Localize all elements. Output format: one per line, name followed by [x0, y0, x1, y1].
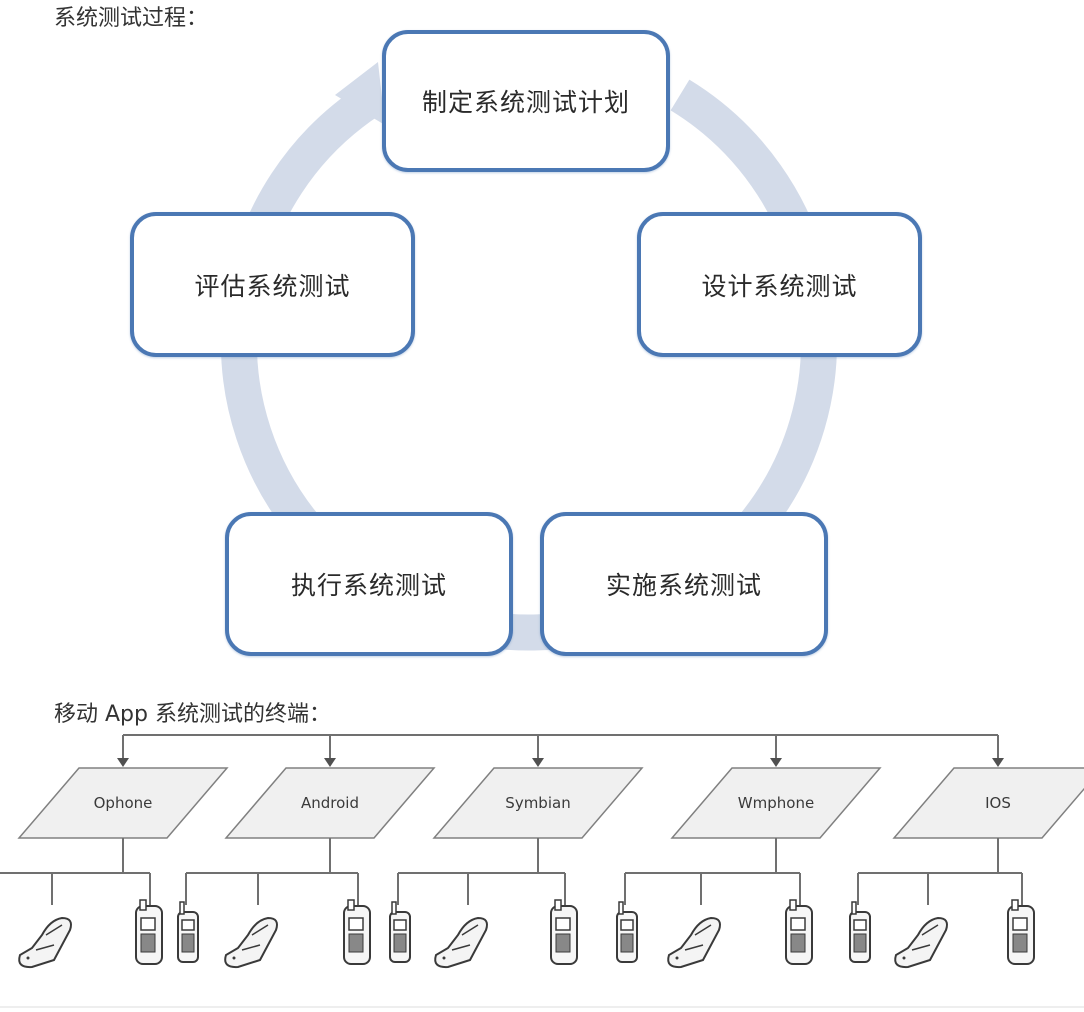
- step-box-implement: 实施系统测试: [540, 512, 828, 656]
- flip-phone-icon: [18, 916, 72, 969]
- flip-phone-icon: [894, 916, 948, 969]
- cycle-arrowhead-icon: [335, 62, 385, 125]
- platform-label: Ophone: [94, 794, 153, 812]
- small-phone-icon: [849, 901, 871, 963]
- flip-phone-icon: [434, 916, 488, 969]
- candybar-phone-icon: [550, 899, 578, 965]
- platform-label: Android: [301, 794, 359, 812]
- platform-shape: [670, 767, 882, 839]
- small-phone-icon: [177, 901, 199, 963]
- platform-label: IOS: [985, 794, 1011, 812]
- arrow-down-icon: [324, 758, 336, 767]
- terminals-caption: 移动 App 系统测试的终端：: [54, 702, 331, 727]
- candybar-phone-icon: [343, 899, 371, 965]
- small-phone-icon: [616, 901, 638, 963]
- step-box-plan: 制定系统测试计划: [382, 30, 670, 172]
- arrow-down-icon: [117, 758, 129, 767]
- candybar-phone-icon: [1007, 899, 1035, 965]
- flip-phone-icon: [224, 916, 278, 969]
- platform-shape: [17, 767, 229, 839]
- candybar-phone-icon: [135, 899, 163, 965]
- small-phone-icon: [389, 901, 411, 963]
- step-label: 设计系统测试: [701, 271, 858, 301]
- platform-shape: [224, 767, 436, 839]
- step-box-evaluate: 评估系统测试: [130, 212, 415, 357]
- arrow-down-icon: [532, 758, 544, 767]
- step-label: 评估系统测试: [194, 271, 351, 301]
- candybar-phone-icon: [785, 899, 813, 965]
- arrow-down-icon: [770, 758, 782, 767]
- platform-label: Wmphone: [738, 794, 814, 812]
- bottom-divider: [0, 1006, 1084, 1008]
- flip-phone-icon: [667, 916, 721, 969]
- process-caption: 系统测试过程：: [54, 6, 209, 31]
- platform-shape: [432, 767, 644, 839]
- arrow-down-icon: [992, 758, 1004, 767]
- platform-shape: [892, 767, 1084, 839]
- platform-label: Symbian: [505, 794, 570, 812]
- step-box-execute: 执行系统测试: [225, 512, 513, 656]
- step-box-design: 设计系统测试: [637, 212, 922, 357]
- step-label: 制定系统测试计划: [421, 88, 630, 117]
- step-label: 执行系统测试: [290, 571, 447, 600]
- step-label: 实施系统测试: [605, 571, 762, 600]
